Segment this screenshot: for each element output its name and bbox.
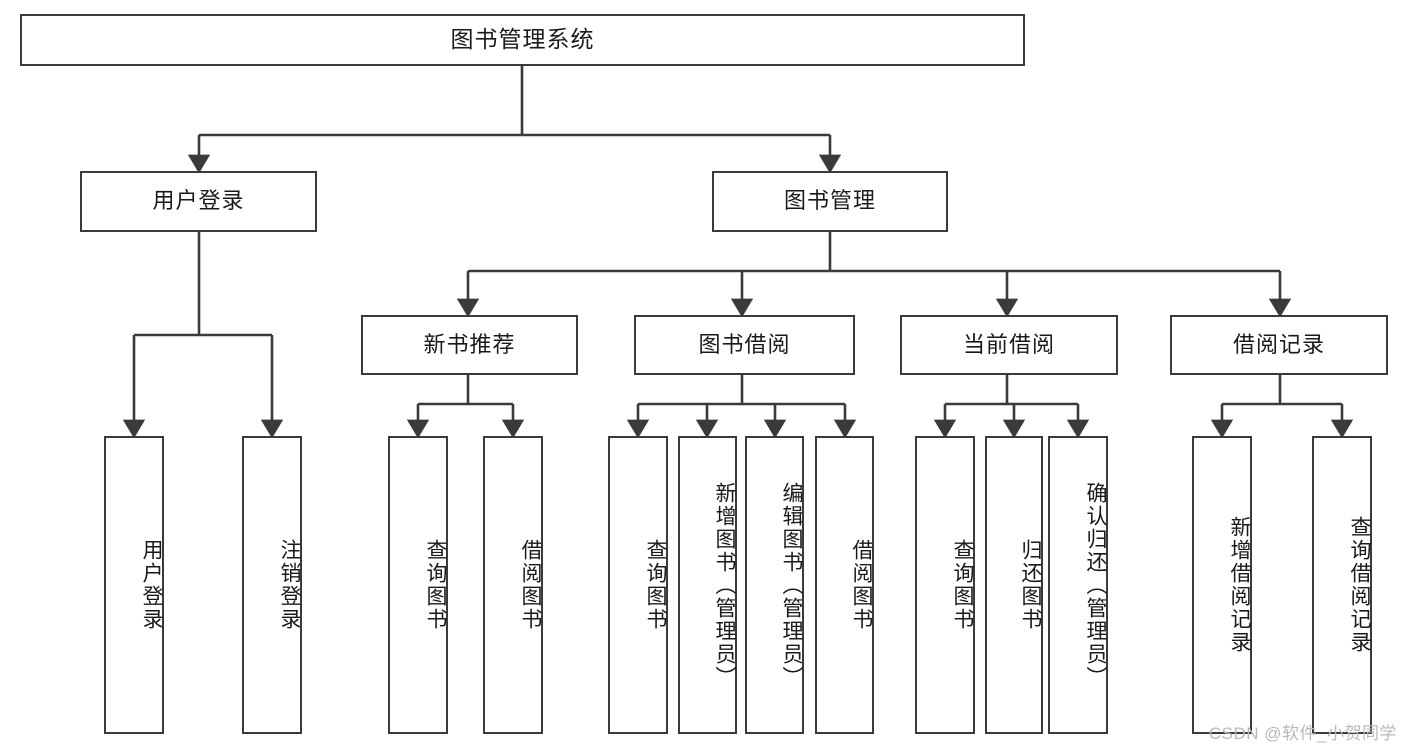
node-current-borrow-label: 当前借阅 <box>962 331 1055 357</box>
node-leaf-logout[interactable]: 注销登录 <box>242 436 302 734</box>
node-root[interactable]: 图书管理系统 <box>20 14 1025 66</box>
node-leaf-return-book-label: 归还图书 <box>1019 539 1042 631</box>
node-borrow-record[interactable]: 借阅记录 <box>1170 315 1388 375</box>
node-leaf-query-record[interactable]: 查询借阅记录 <box>1312 436 1372 734</box>
node-book-borrow[interactable]: 图书借阅 <box>634 315 855 375</box>
node-leaf-borrow-book-2[interactable]: 借阅图书 <box>815 436 874 734</box>
node-new-book-recommend[interactable]: 新书推荐 <box>361 315 578 375</box>
node-leaf-query-book-1[interactable]: 查询图书 <box>388 436 448 734</box>
node-leaf-confirm-return[interactable]: 确认归还（管理员） <box>1048 436 1108 734</box>
node-book-borrow-label: 图书借阅 <box>698 331 791 357</box>
node-leaf-query-book-3-label: 查询图书 <box>951 539 974 631</box>
node-leaf-borrow-book-1[interactable]: 借阅图书 <box>483 436 543 734</box>
node-leaf-return-book[interactable]: 归还图书 <box>985 436 1043 734</box>
node-leaf-query-book-3[interactable]: 查询图书 <box>915 436 975 734</box>
node-user-login[interactable]: 用户登录 <box>80 171 317 232</box>
node-borrow-record-label: 借阅记录 <box>1232 331 1325 357</box>
node-new-book-recommend-label: 新书推荐 <box>423 331 516 357</box>
node-user-login-label: 用户登录 <box>152 188 245 214</box>
node-leaf-edit-book[interactable]: 编辑图书（管理员） <box>745 436 804 734</box>
node-leaf-add-book-label: 新增图书（管理员） <box>713 481 736 689</box>
node-leaf-user-login[interactable]: 用户登录 <box>104 436 164 734</box>
node-leaf-edit-book-label: 编辑图书（管理员） <box>780 481 803 689</box>
node-leaf-borrow-book-2-label: 借阅图书 <box>850 539 873 631</box>
node-leaf-query-book-2-label: 查询图书 <box>644 539 667 631</box>
node-leaf-confirm-return-label: 确认归还（管理员） <box>1084 481 1107 689</box>
node-leaf-user-login-label: 用户登录 <box>140 539 163 631</box>
node-current-borrow[interactable]: 当前借阅 <box>900 315 1118 375</box>
node-book-manage-label: 图书管理 <box>783 188 876 214</box>
node-leaf-add-record-label: 新增借阅记录 <box>1228 516 1251 654</box>
node-leaf-add-record[interactable]: 新增借阅记录 <box>1192 436 1252 734</box>
node-leaf-logout-label: 注销登录 <box>278 539 301 631</box>
node-leaf-query-book-1-label: 查询图书 <box>424 539 447 631</box>
node-book-manage[interactable]: 图书管理 <box>712 171 948 232</box>
node-leaf-query-record-label: 查询借阅记录 <box>1348 516 1371 654</box>
node-root-label: 图书管理系统 <box>450 26 595 53</box>
node-leaf-query-book-2[interactable]: 查询图书 <box>608 436 668 734</box>
node-leaf-add-book[interactable]: 新增图书（管理员） <box>678 436 737 734</box>
node-leaf-borrow-book-1-label: 借阅图书 <box>519 539 542 631</box>
